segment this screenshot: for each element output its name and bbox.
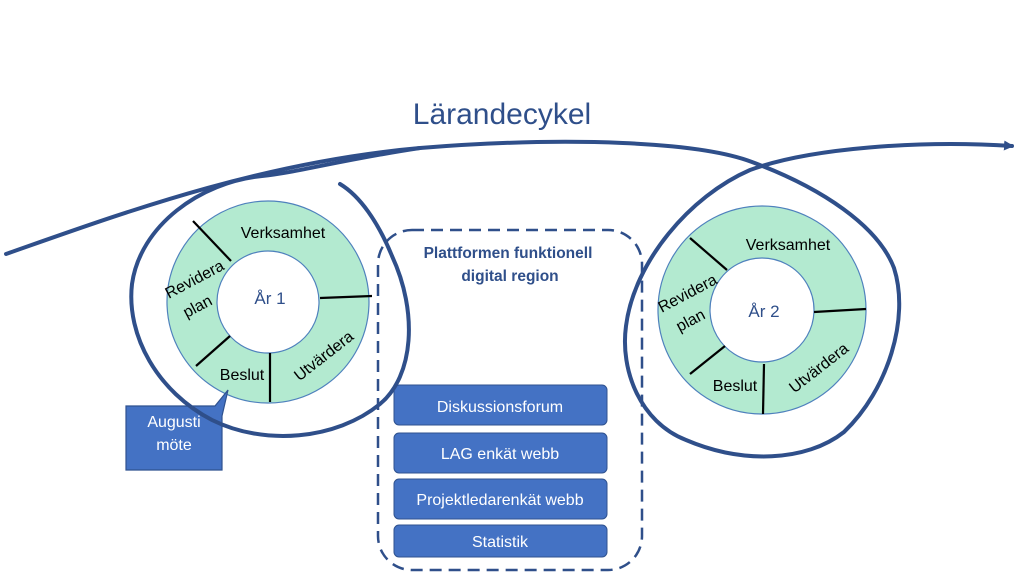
ring-divider xyxy=(319,294,373,300)
callout-line2: möte xyxy=(156,437,192,454)
cycle-center-label: År 2 xyxy=(748,302,779,321)
cycle-ring-year2: Verksamhet Utvärdera Beslut Revidera pla… xyxy=(656,205,867,415)
segment-beslut: Beslut xyxy=(220,367,265,384)
platform-item-projektledarenkat[interactable]: Projektledarenkät webb xyxy=(393,478,608,520)
ring-divider xyxy=(689,237,728,271)
ring-divider xyxy=(813,307,867,314)
platform-item-diskussionsforum[interactable]: Diskussionsforum xyxy=(393,384,608,426)
segment-beslut: Beslut xyxy=(713,378,758,395)
callout-augusti-mote: Augusti möte xyxy=(125,389,229,471)
segment-verksamhet: Verksamhet xyxy=(746,237,831,254)
segment-verksamhet: Verksamhet xyxy=(241,225,326,242)
ring-divider xyxy=(192,220,232,262)
callout-line1: Augusti xyxy=(147,414,200,431)
platform-item-label: LAG enkät webb xyxy=(441,446,559,463)
platform-item-label: Statistik xyxy=(472,534,529,551)
platform-title-line1: Plattformen funktionell xyxy=(424,245,593,262)
year1-loop xyxy=(129,146,422,438)
ring-divider xyxy=(761,363,766,415)
platform-item-label: Projektledarenkät webb xyxy=(416,492,583,509)
platform-item-lag-enkat[interactable]: LAG enkät webb xyxy=(393,432,608,474)
ring-divider xyxy=(689,345,726,375)
ring-divider xyxy=(195,335,231,367)
platform-title-line2: digital region xyxy=(461,268,558,285)
cycle-ring-year1: Verksamhet Utvärdera Beslut Revidera pla… xyxy=(163,200,373,404)
platform-item-statistik[interactable]: Statistik xyxy=(393,524,608,558)
diagram-title: Lärandecykel xyxy=(413,98,591,131)
platform-item-label: Diskussionsforum xyxy=(437,399,563,416)
cycle-center-label: År 1 xyxy=(254,289,285,308)
